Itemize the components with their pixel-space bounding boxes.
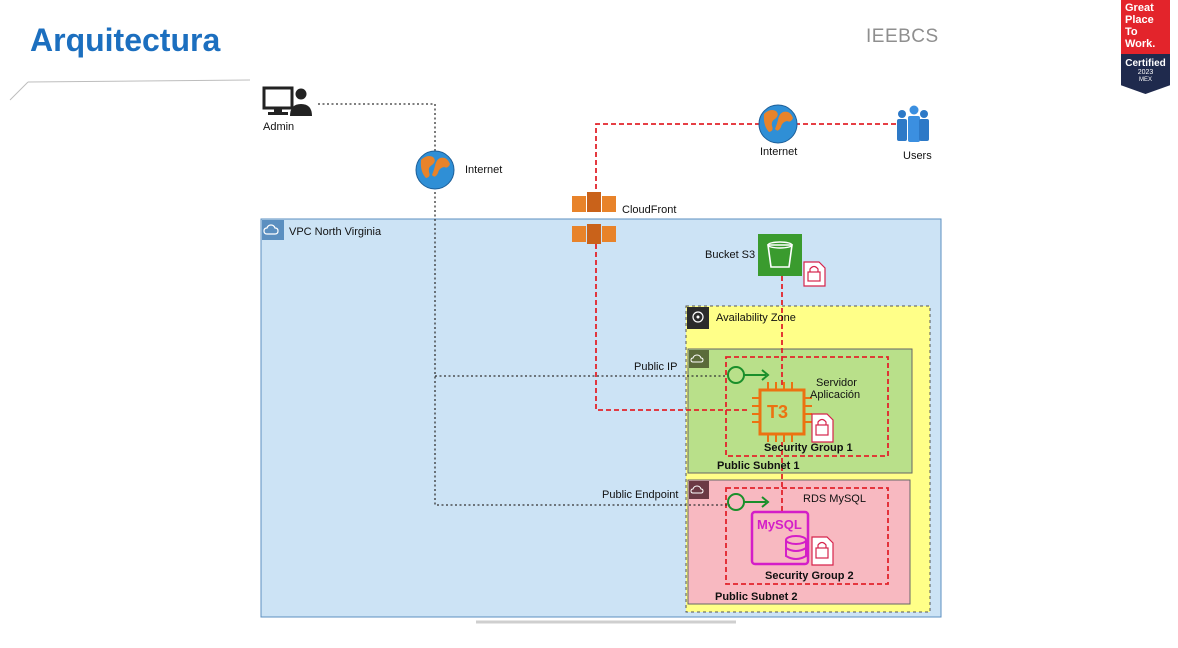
admin-computer-icon <box>262 86 312 116</box>
gptw-badge-bottom: Certified 2023 MEX <box>1121 54 1170 94</box>
users-label: Users <box>903 150 932 162</box>
public-subnet-1-box <box>687 348 913 474</box>
header-rule-slant <box>9 81 29 101</box>
public-ip-label: Public IP <box>634 361 678 373</box>
subnet2-cloud-icon <box>689 481 709 499</box>
admin-internet-line <box>318 103 436 178</box>
page-title: Arquitectura <box>30 22 221 58</box>
mysql-label: MySQL <box>757 517 802 532</box>
gptw-year: 2023 <box>1137 69 1154 76</box>
users-icon <box>897 105 929 142</box>
availability-zone-label: Availability Zone <box>716 312 796 324</box>
server-label-line2: Aplicación <box>810 389 861 401</box>
bucket-label: Bucket S3 <box>705 249 756 261</box>
location-pin-icon <box>687 307 709 329</box>
vpc-cloud-icon <box>262 220 284 240</box>
brand-name: IEEBCS <box>866 26 939 47</box>
gptw-badge-top: Great Place To Work. <box>1121 0 1170 54</box>
public-subnet-1-label: Public Subnet 1 <box>717 460 800 472</box>
gptw-country: MEX <box>1138 77 1152 83</box>
rds-mysql-icon <box>750 510 810 566</box>
gptw-line: To <box>1125 26 1138 38</box>
s3-bucket-icon <box>758 234 802 276</box>
security-group-2-label: Security Group 2 <box>765 570 854 582</box>
security-group-1-box <box>725 356 889 457</box>
internet-right-label: Internet <box>760 146 798 158</box>
internet-left-label: Internet <box>465 164 503 176</box>
server-label-line1: Servidor <box>816 377 857 389</box>
s3-lock-icon <box>803 261 826 287</box>
sg1-lock-icon <box>811 413 834 443</box>
internet-cloudfront-line <box>595 123 760 200</box>
ec2-t3-chip-icon <box>752 382 812 442</box>
public-endpoint-label: Public Endpoint <box>602 489 679 501</box>
cloudfront-label: CloudFront <box>622 204 677 216</box>
security-group-2-box <box>725 487 889 585</box>
public-subnet-2-label: Public Subnet 2 <box>715 591 798 603</box>
cloudfront-icon <box>572 192 616 244</box>
subnet1-cloud-icon <box>689 350 709 368</box>
cloudfront-ec2-line <box>595 244 750 411</box>
security-group-1-label: Security Group 1 <box>764 442 853 454</box>
public-subnet-2-box <box>687 479 911 605</box>
rds-network-interface-icon <box>727 493 770 511</box>
gptw-line: Work. <box>1125 38 1156 50</box>
internet-globe-right-icon <box>758 104 798 144</box>
gptw-line: Place <box>1125 14 1154 26</box>
admin-label: Admin <box>263 121 295 133</box>
internet-globe-icon <box>415 150 455 190</box>
gptw-certified: Certified <box>1125 58 1166 69</box>
rds-label: RDS MySQL <box>803 493 866 505</box>
ec2-type-label: T3 <box>767 402 789 422</box>
ec2-network-interface-icon <box>727 366 770 384</box>
sg2-lock-icon <box>811 536 834 566</box>
internet-rds-line <box>434 192 730 506</box>
gptw-badge: Great Place To Work. Certified 2023 MEX <box>1121 0 1170 94</box>
vpc-label: VPC North Virginia <box>289 226 382 238</box>
header-rule <box>27 79 251 83</box>
gptw-line: Great <box>1125 2 1154 14</box>
